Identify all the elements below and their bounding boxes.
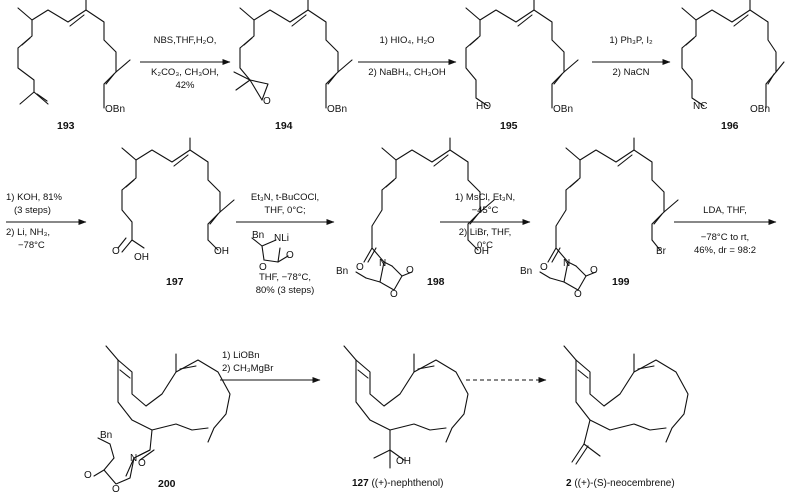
conditions-below-arrow-2: 2) NaBH₄, CH₃OH — [368, 67, 446, 78]
conditions-below-arrow-3: 2) NaCN — [612, 67, 650, 78]
label-br-199: Br — [656, 246, 666, 257]
structure-200 — [93, 345, 231, 485]
compound-number-2: 2 — [566, 478, 572, 489]
compound-number-198: 198 — [427, 276, 445, 288]
label-bn-reagent: Bn — [252, 230, 265, 241]
conditions-above-arrow-2: 1) HIO₄, H₂O — [379, 35, 435, 46]
structure-195 — [465, 0, 579, 109]
label-n-200: N — [130, 453, 138, 464]
label-o-acyl-200: O — [138, 458, 146, 469]
label-o-imide-198: O — [356, 262, 364, 273]
conditions-below-arrow-5: THF, −78°C,80% (3 steps) — [255, 272, 315, 296]
conditions-below-arrow-4: 2) Li, NH₃,−78°C — [6, 227, 50, 251]
compound-number-195: 195 — [500, 120, 518, 132]
caption-127: 127 ((+)-nephthenol) — [352, 478, 443, 489]
label-o-ring-reagent: O — [259, 262, 267, 273]
label-o-epoxide: O — [263, 96, 271, 107]
conditions-above-arrow-4: 1) KOH, 81%(3 steps) — [6, 192, 62, 216]
compound-number-196: 196 — [721, 120, 739, 132]
caption-2: 2 ((+)-(S)-neocembrene) — [566, 478, 675, 489]
label-o-carbonyl-reagent: O — [286, 250, 294, 261]
label-bn-198: Bn — [336, 266, 349, 277]
conditions-above-arrow-6: 1) MsCl, Et₃N,−45°C — [454, 192, 516, 216]
label-bn-200: Bn — [100, 430, 113, 441]
label-bn-199: Bn — [520, 266, 533, 277]
conditions-below-arrow-1: K₂CO₃, CH₃OH,42% — [151, 67, 219, 91]
structure-2 — [563, 345, 689, 465]
conditions-above-arrow-5: Et₃N, t-BuCOCl,THF, 0°C; — [250, 192, 320, 216]
label-obn-193: OBn — [105, 104, 126, 115]
label-nli-reagent: NLi — [274, 233, 290, 244]
label-o-carbonyl-199: O — [590, 265, 598, 276]
label-oh-127: OH — [396, 456, 411, 467]
structure-193 — [17, 0, 131, 109]
label-obn-196: OBn — [750, 104, 771, 115]
label-o-acid-197: O — [112, 246, 120, 257]
label-n-198: N — [379, 258, 387, 269]
label-obn-195: OBn — [553, 104, 574, 115]
label-o-ring-200: O — [112, 484, 120, 495]
structure-196 — [681, 0, 785, 109]
structure-197 — [117, 137, 235, 253]
label-nc-196: NC — [693, 101, 708, 112]
label-n-199: N — [563, 258, 571, 269]
structure-oxazolidinone-reagent — [251, 237, 289, 263]
structure-199 — [539, 137, 679, 291]
label-o-imide-199: O — [540, 262, 548, 273]
conditions-above-arrow-7: LDA, THF, — [703, 205, 747, 216]
compound-number-199: 199 — [612, 276, 630, 288]
compound-number-127: 127 — [352, 478, 369, 489]
compound-number-200: 200 — [158, 478, 176, 490]
compound-name-127: ((+)-nephthenol) — [371, 478, 444, 489]
label-oh-198: OH — [474, 246, 489, 257]
label-oh-acid-197: OH — [134, 252, 149, 263]
conditions-below-arrow-7: −78°C to rt,46%, dr = 98:2 — [693, 232, 757, 256]
compound-number-197: 197 — [166, 276, 184, 288]
structure-198 — [355, 137, 495, 291]
conditions-above-arrow-3: 1) Ph₃P, I₂ — [609, 35, 653, 46]
conditions-below-arrow-6: 2) LiBr, THF,0°C — [458, 227, 512, 251]
label-o-ring-199: O — [574, 289, 582, 300]
label-ho-195: HO — [476, 101, 491, 112]
conditions-above-arrow-1: NBS,THF,H₂O, — [153, 35, 217, 46]
label-o-ring-198: O — [390, 289, 398, 300]
compound-number-193: 193 — [57, 120, 75, 132]
compound-name-2: ((+)-(S)-neocembrene) — [574, 478, 675, 489]
label-o-carbonyl-198: O — [406, 265, 414, 276]
structure-127 — [343, 345, 469, 469]
compound-number-194: 194 — [275, 120, 293, 132]
structure-194 — [233, 0, 353, 109]
label-o-carbonyl-200: O — [84, 470, 92, 481]
label-oh-197: OH — [214, 246, 229, 257]
label-obn-194: OBn — [327, 104, 348, 115]
